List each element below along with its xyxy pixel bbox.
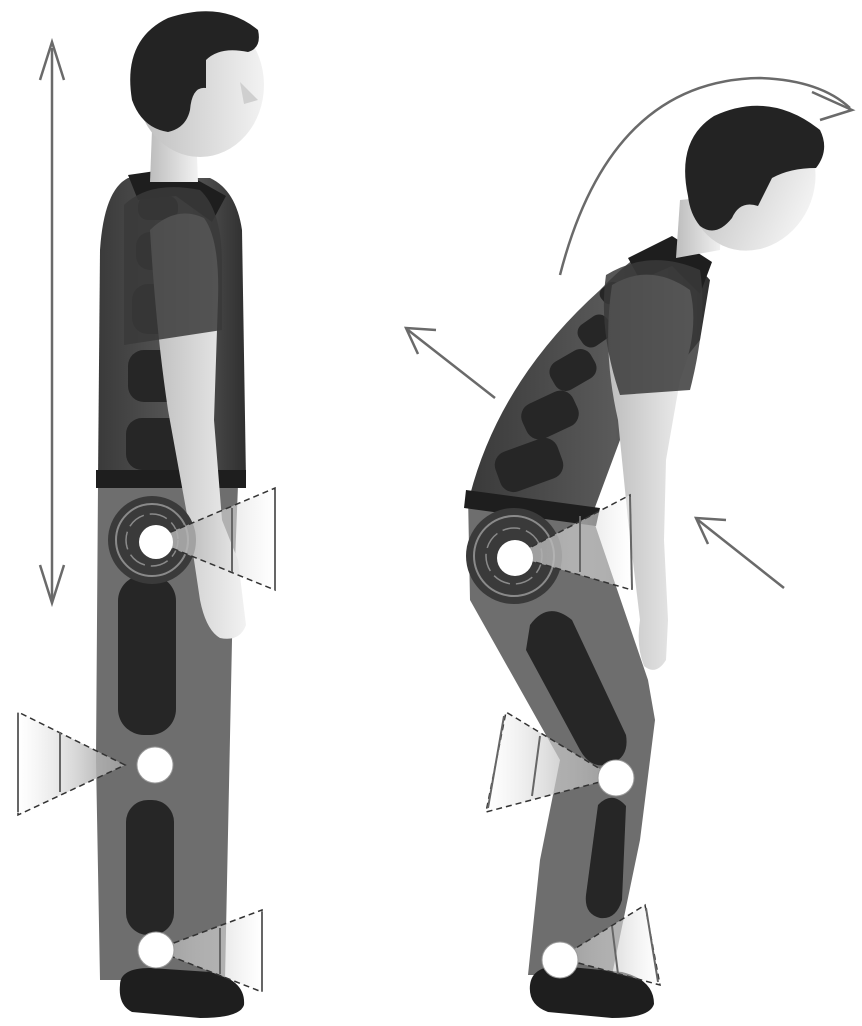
back-arrow	[406, 328, 495, 398]
shin-pad	[126, 800, 174, 935]
stooped-figure	[406, 78, 852, 1018]
vertical-double-arrow	[40, 42, 64, 603]
thigh-pad	[118, 575, 176, 735]
upright-figure	[18, 11, 275, 1018]
chest-arrow	[696, 518, 784, 588]
